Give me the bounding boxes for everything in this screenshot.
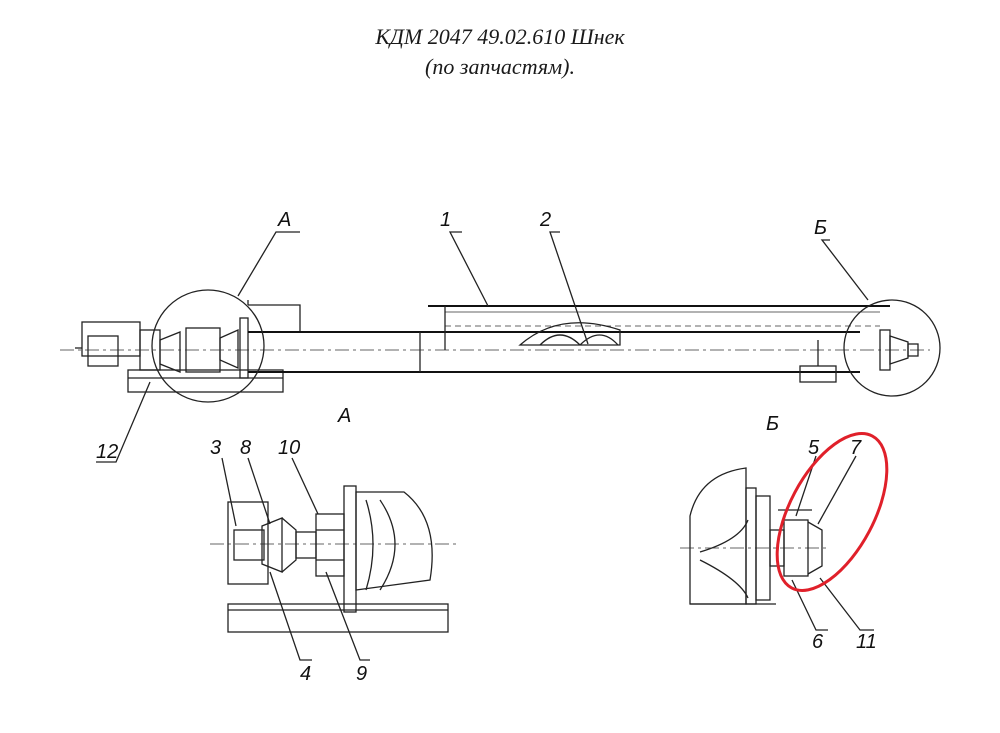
part-label-10: 10: [278, 437, 300, 459]
callout-view-a: А: [277, 209, 291, 231]
motor: [81, 321, 141, 357]
part-label-1: 1: [440, 209, 451, 231]
callout-view-b: Б: [814, 217, 827, 239]
part-label-2: 2: [539, 209, 551, 231]
part-label-7: 7: [850, 437, 862, 459]
detail-circle-a: [151, 289, 265, 403]
part-label-11: 11: [856, 631, 877, 653]
auger-flight: [518, 322, 621, 346]
part-label-8: 8: [240, 437, 251, 459]
detail-b-heading: Б: [766, 413, 779, 435]
part-label-5: 5: [808, 437, 820, 459]
part-label-9: 9: [356, 663, 367, 685]
detail-a-view: [210, 485, 460, 633]
base-frame: [127, 369, 284, 393]
part-label-3: 3: [210, 437, 221, 459]
main-assembly-view: [60, 289, 941, 403]
part-label-12: 12: [96, 441, 118, 463]
part-label-6: 6: [812, 631, 824, 653]
drawing-title: КДМ 2047 49.02.610 Шнек: [375, 24, 625, 49]
part-label-4: 4: [300, 663, 311, 685]
detail-a-heading: А: [337, 405, 351, 427]
detail-circle-b: [843, 299, 941, 397]
detail-b-view: [680, 467, 830, 605]
drawing-subtitle: (по запчастям).: [425, 54, 575, 79]
highlight-circle: [775, 432, 889, 592]
